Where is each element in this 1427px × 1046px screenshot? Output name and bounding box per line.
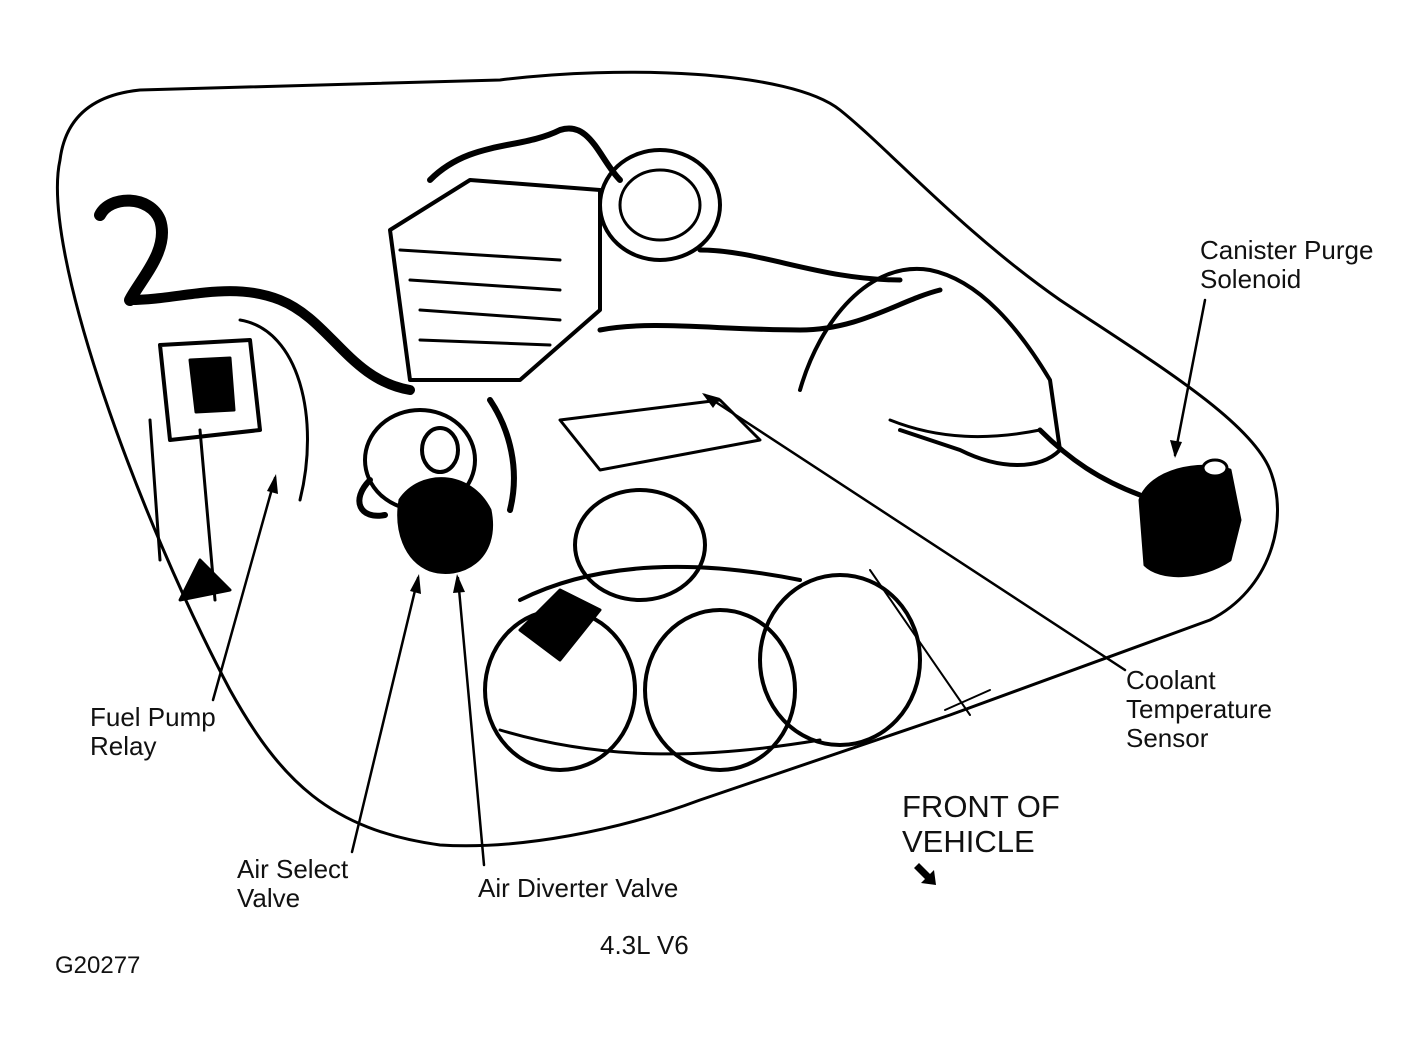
front-of-vehicle-label: FRONT OF VEHICLE	[902, 789, 1060, 894]
compartment-outline	[55, 70, 1279, 848]
arrow-down-right-icon	[912, 859, 1060, 894]
figure-id-label: G20277	[55, 952, 141, 979]
leader-coolant-temp	[703, 393, 1127, 672]
leader-lines	[211, 298, 1207, 867]
leader-air-select	[350, 576, 420, 854]
leader-canister-purge	[1173, 298, 1207, 457]
front-reference-line	[869, 569, 971, 716]
front-of-vehicle-text: VEHICLE	[902, 824, 1035, 859]
engine-block	[388, 125, 943, 382]
leader-arrowheads	[267, 393, 1182, 594]
air-select-valve-label: Air Select Valve	[237, 854, 349, 913]
air-cleaner-right	[798, 266, 1242, 578]
leader-fuel-pump	[211, 476, 277, 702]
harness-left	[94, 194, 415, 602]
pulleys-and-belt	[483, 398, 922, 772]
air-pump-assembly	[356, 397, 517, 574]
air-diverter-valve-label: Air Diverter Valve	[478, 873, 679, 903]
engine-label: 4.3L V6	[600, 930, 689, 960]
fuel-pump-relay-label: Fuel Pump Relay	[90, 702, 216, 761]
canister-purge-solenoid-label: Canister Purge Solenoid	[1200, 235, 1374, 294]
leader-air-diverter	[456, 576, 486, 867]
coolant-temperature-sensor-label: Coolant Temperature Sensor	[1126, 665, 1272, 753]
